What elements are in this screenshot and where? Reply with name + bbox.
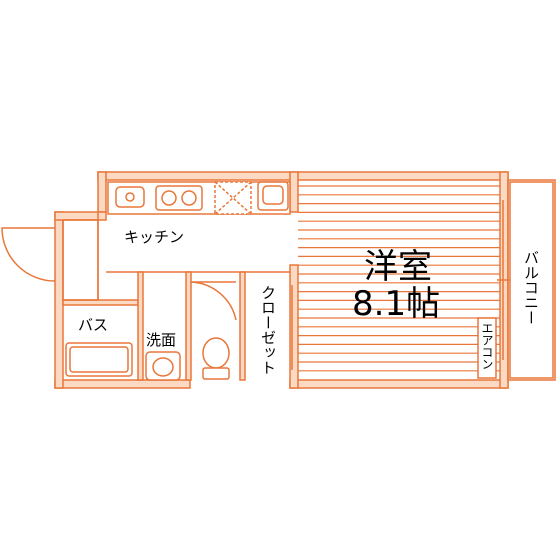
entrance-door [1,227,56,282]
balcony-label: バルコニー [522,250,540,325]
kitchen-counter [107,181,291,215]
bath-label: バス [78,316,108,334]
floor-lines [298,185,500,372]
kitchen-label: キッチン [124,228,184,246]
aircon-label: エアコン [480,322,494,370]
toilet [190,281,237,380]
western-room-size: 8.1帖 [352,284,440,324]
bathtub [65,342,133,377]
inner-walls [62,212,290,381]
washbasin [145,351,181,381]
window [497,200,510,360]
aircon-box [477,317,497,379]
closet-label: クローゼット [259,285,277,375]
western-room-label: 洋室 [364,247,432,287]
washroom-label: 洗面 [146,331,176,349]
